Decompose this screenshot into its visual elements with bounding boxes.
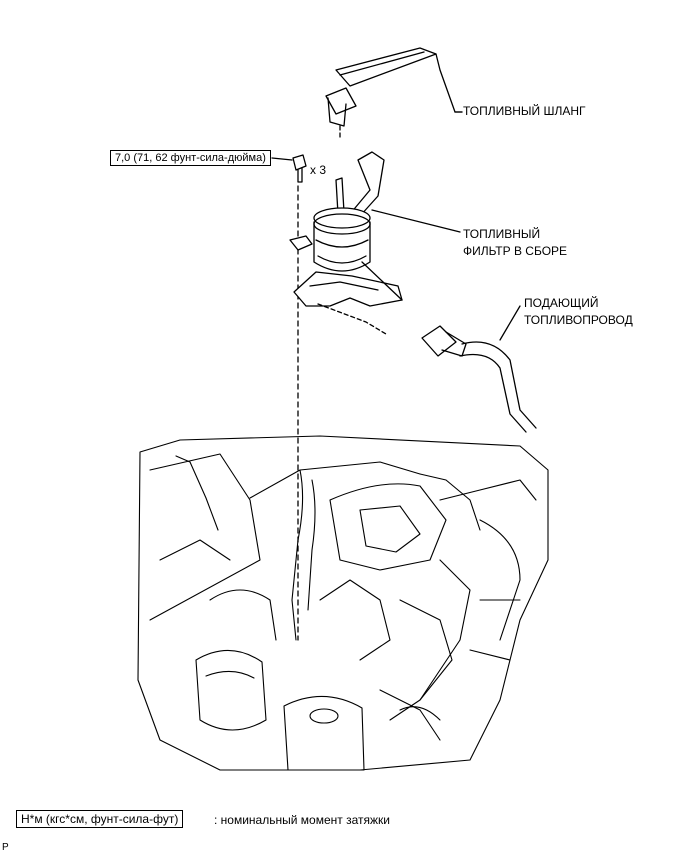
fuel-filter-label-line1: ТОПЛИВНЫЙ [463,227,541,241]
fuel-filter-drawing [289,151,461,335]
fuel-hose-label: ТОПЛИВНЫЙ ШЛАНГ [463,104,586,118]
legend-description: : номинальный момент затяжки [214,813,390,827]
torque-spec-box: 7,0 (71, 62 фунт-сила-дюйма) [110,150,271,166]
bolt-drawing [271,154,307,641]
engine-bay-drawing [137,435,549,771]
fuel-hose-drawing [325,47,463,141]
supply-line-label-line2: ТОПЛИВОПРОВОД [524,313,633,327]
supply-line-label-line1: ПОДАЮЩИЙ [524,296,599,310]
corner-mark: P [2,842,9,853]
supply-line-drawing [421,305,537,433]
bolt-quantity: x 3 [310,163,327,177]
legend-unit-box: Н*м (кгс*см, фунт-сила-фут) [16,810,184,828]
fuel-filter-label-line2: ФИЛЬТР В СБОРЕ [463,244,568,258]
